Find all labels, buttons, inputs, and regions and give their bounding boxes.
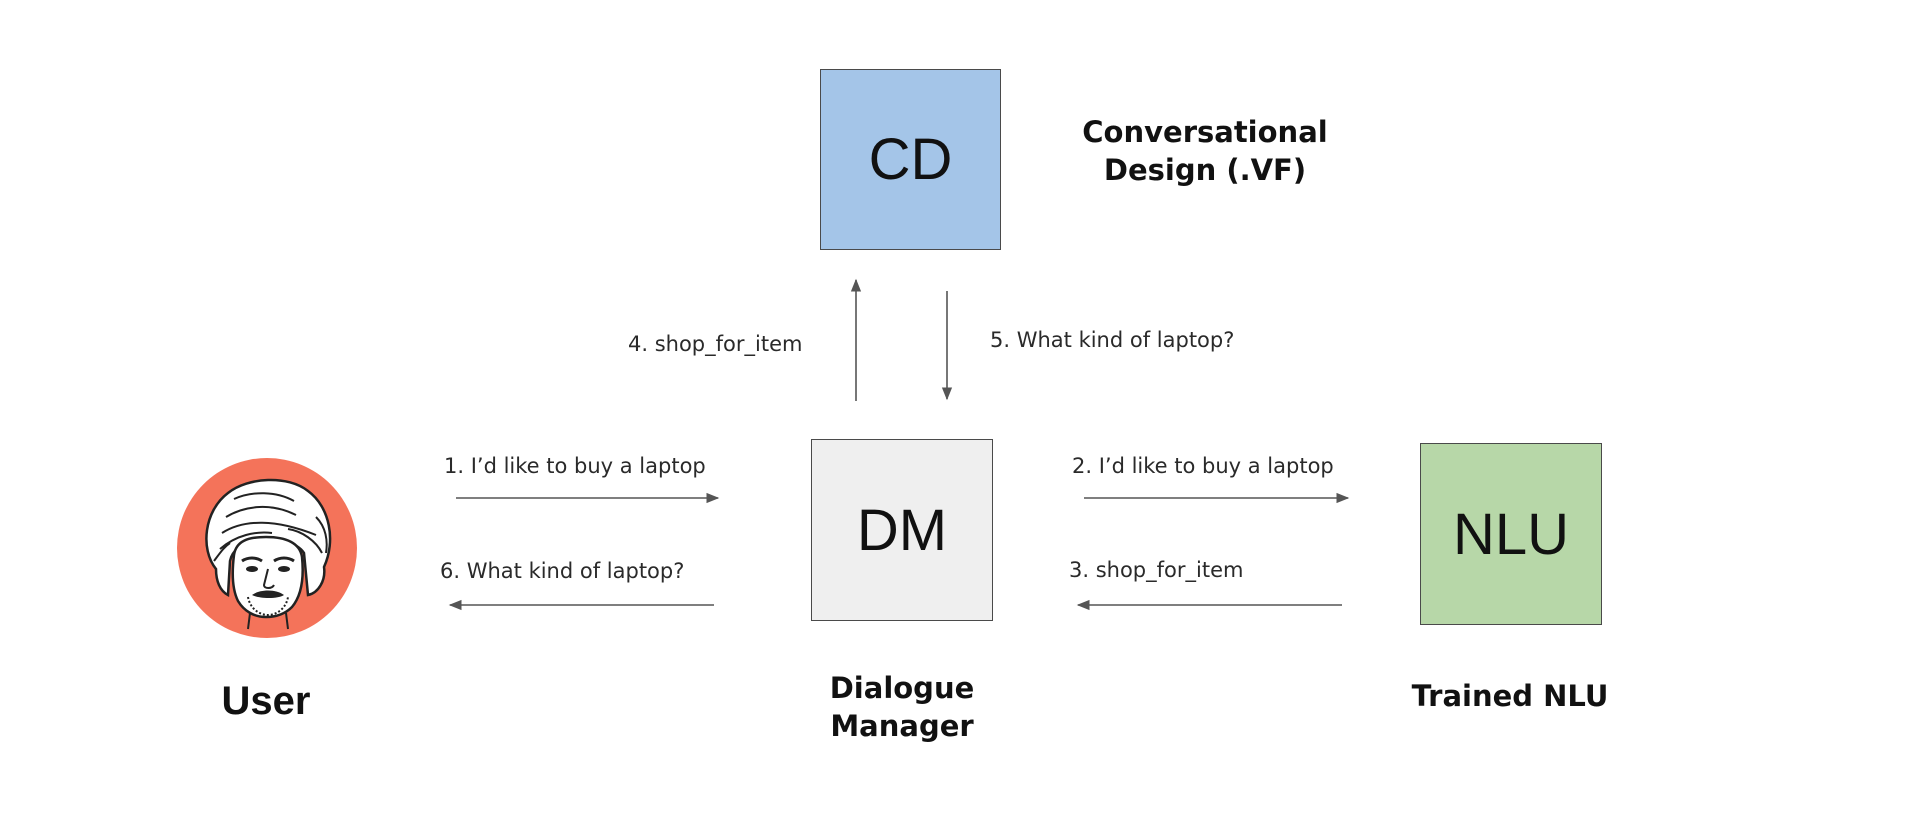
caption-dm-line-1: Dialogue — [829, 671, 975, 705]
caption-conversational-design: Conversational Design (.VF) — [1070, 113, 1340, 189]
edge-label-5: 5. What kind of laptop? — [990, 328, 1235, 352]
node-cd-label: CD — [868, 127, 953, 192]
caption-dialogue-manager: Dialogue Manager — [802, 669, 1002, 745]
caption-trained-nlu: Trained NLU — [1411, 679, 1609, 713]
caption-dm-line-2: Manager — [830, 709, 974, 743]
edge-label-4: 4. shop_for_item — [628, 332, 803, 356]
edge-label-3: 3. shop_for_item — [1069, 558, 1244, 582]
edge-label-2: 2. I’d like to buy a laptop — [1072, 454, 1334, 478]
user-portrait-icon — [177, 458, 357, 638]
node-cd-box: CD — [820, 69, 1001, 250]
caption-cd-line-1: Conversational — [1082, 115, 1328, 149]
node-nlu-box: NLU — [1420, 443, 1602, 625]
avatar-face — [231, 535, 304, 619]
edge-label-6: 6. What kind of laptop? — [440, 559, 685, 583]
node-dm-box: DM — [811, 439, 993, 621]
caption-cd-line-2: Design (.VF) — [1103, 153, 1307, 187]
caption-user: User — [221, 679, 311, 723]
node-dm-label: DM — [856, 497, 948, 563]
edge-label-1: 1. I’d like to buy a laptop — [444, 454, 706, 478]
node-nlu-label: NLU — [1452, 501, 1570, 567]
